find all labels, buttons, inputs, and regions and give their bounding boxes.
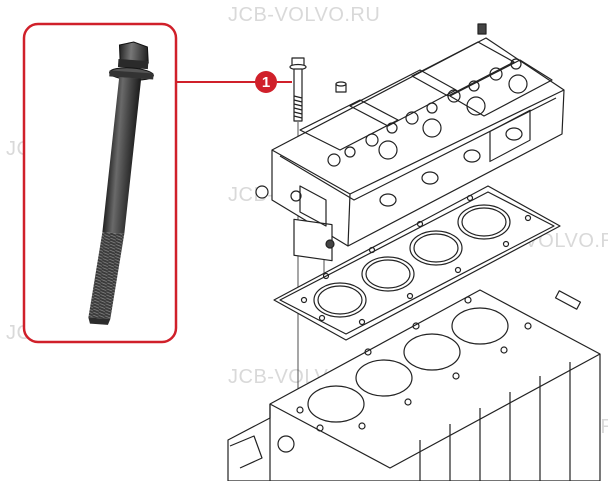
hex-flange-bolt-icon bbox=[88, 41, 154, 325]
engine-cylinder-head-diagram bbox=[227, 23, 601, 481]
engine-block bbox=[227, 109, 601, 481]
callout-number: 1 bbox=[262, 74, 270, 91]
watermark-top: JCB-VOLVO.RU bbox=[228, 4, 381, 26]
exploded-bolt bbox=[289, 57, 307, 122]
callout-marker bbox=[255, 71, 277, 93]
head-gasket bbox=[273, 185, 561, 341]
cylinder-head bbox=[255, 37, 565, 262]
